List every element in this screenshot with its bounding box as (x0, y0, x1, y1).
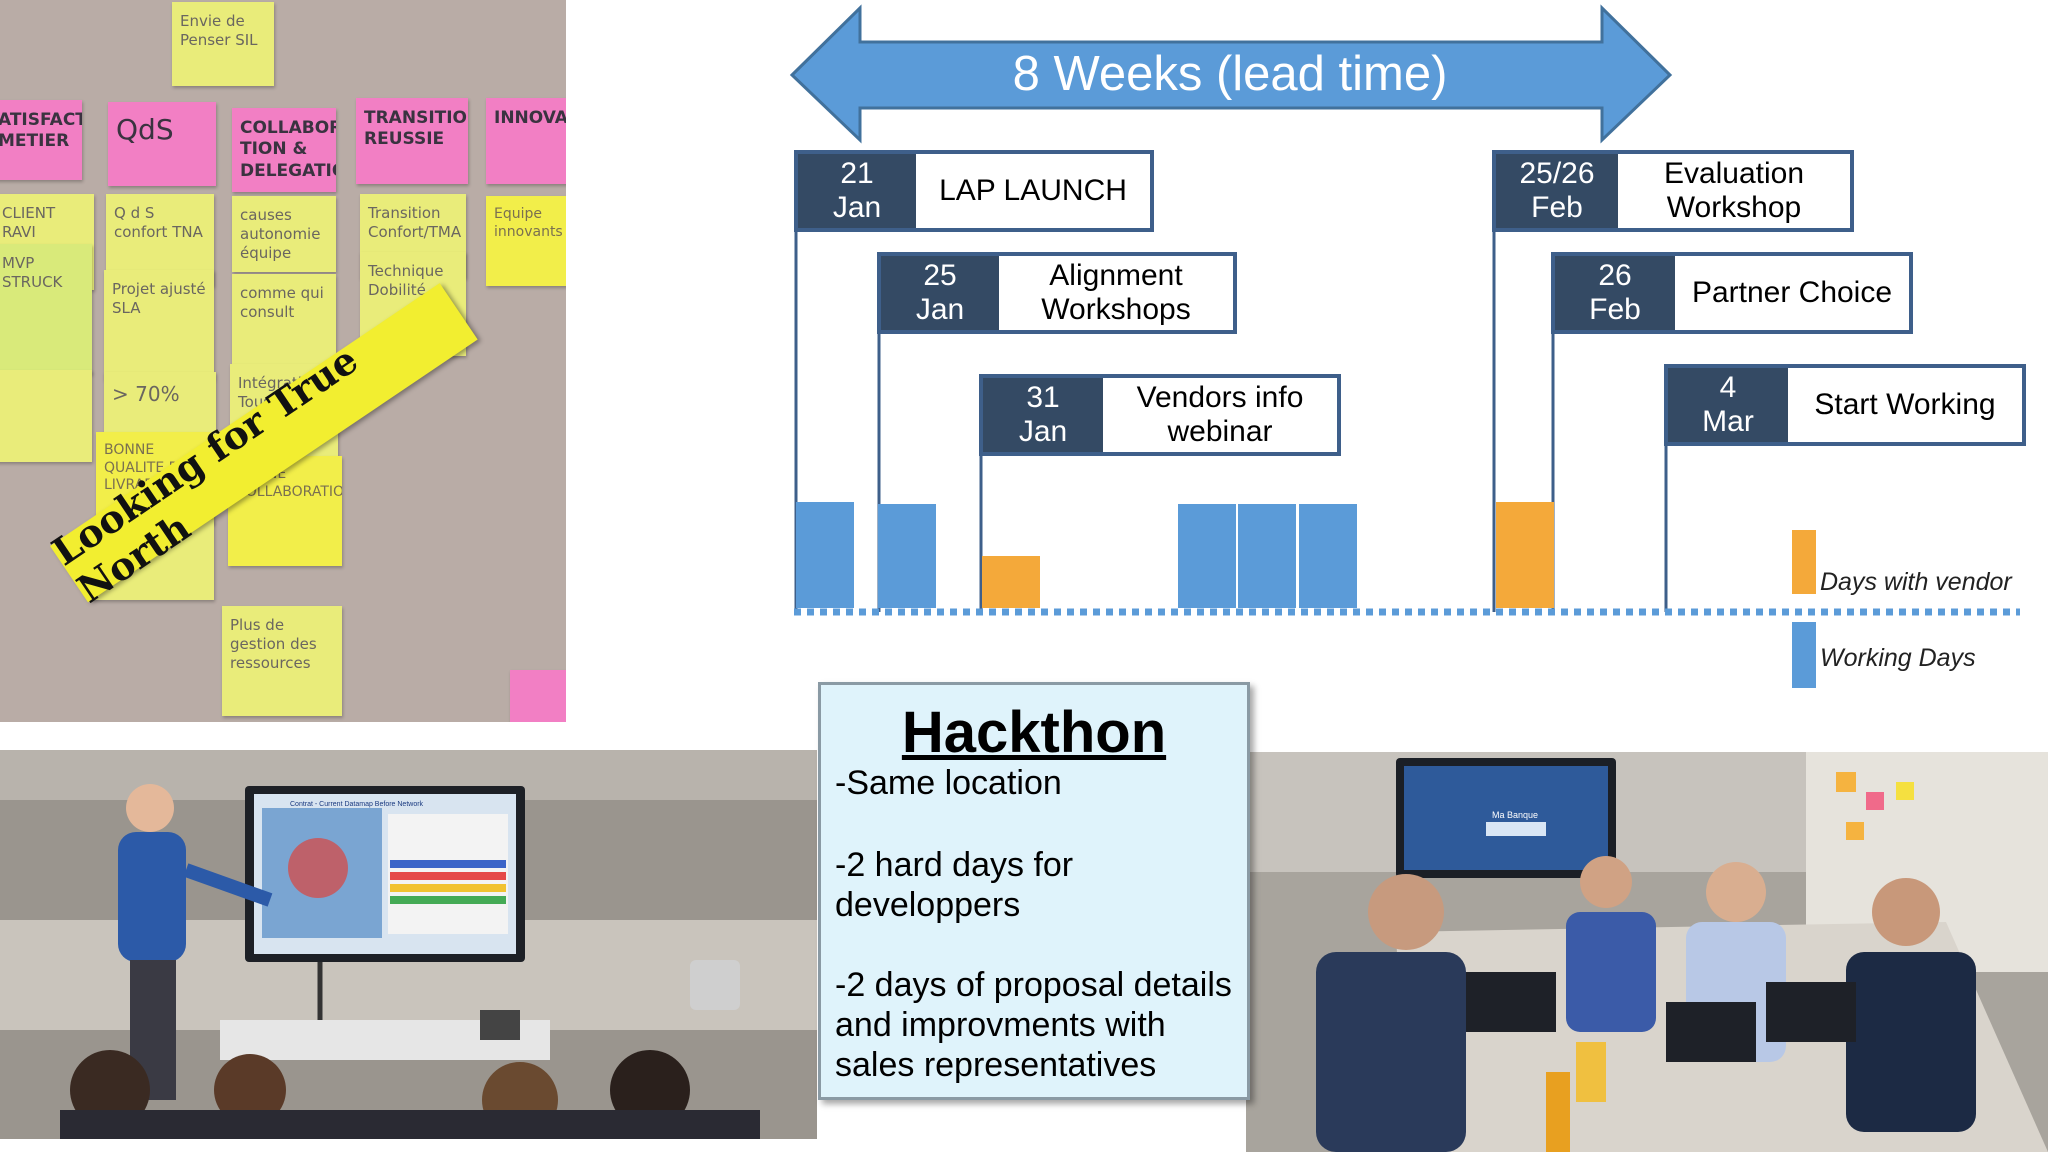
milestone-date: 21 Jan (798, 154, 916, 228)
lead-time-label: 8 Weeks (lead time) (1012, 47, 1448, 101)
legend-working-label: Working Days (1820, 644, 1976, 672)
hackathon-line-location: -Same location (835, 764, 1062, 802)
working-day-block (878, 504, 936, 608)
legend-vendor-label: Days with vendor (1820, 568, 2012, 596)
sticky-note: causes autonomie équipe (232, 196, 336, 272)
sticky-notes-photo: Envie de Penser SIL ATISFACTION METIER Q… (0, 0, 566, 722)
milestone-label: Evaluation Workshop (1663, 157, 1805, 224)
team-photo: Ma Banque (1246, 752, 2048, 1152)
milestone-label: Vendors info webinar (1136, 381, 1304, 448)
hackathon-box: Hackthon -Same location -2 hard days for… (818, 682, 1250, 1100)
milestone-partner-choice: 26 Feb Partner Choice (1551, 252, 1913, 334)
milestone-date: 25/26 Feb (1496, 154, 1618, 228)
sticky-note-top: Envie de Penser SIL (172, 2, 274, 86)
hackathon-line-proposal: -2 days of proposal details and improvme… (835, 966, 1232, 1084)
sticky-note: Plus de gestion des ressources (222, 606, 342, 716)
legend-working-swatch (1792, 622, 1816, 688)
presenter-photo: Contrat - Current Datamap Before Network (0, 750, 817, 1139)
presenter-screen-title: Contrat - Current Datamap Before Network (290, 801, 424, 808)
milestone-evaluation-workshop: 25/26 Feb Evaluation Workshop (1492, 150, 1854, 232)
lead-time-arrow (789, 4, 1673, 144)
sticky-note: comme qui consult (232, 274, 336, 364)
vendor-day-block (1496, 502, 1554, 608)
sticky-header-3: COLLABORA-TION & DELEGATION (232, 108, 336, 192)
timeline: 8 Weeks (lead time) 21 Jan LAP LAUNCH 25… (780, 0, 2048, 700)
sticky-note (0, 370, 92, 462)
working-day-block (1299, 504, 1357, 608)
sticky-note-corner (510, 670, 566, 722)
milestone-alignment-workshops: 25 Jan Alignment Workshops (877, 252, 1237, 334)
milestone-date: 25 Jan (881, 256, 999, 330)
presenter-scene: Contrat - Current Datamap Before Network (0, 750, 817, 1139)
milestone-date: 31 Jan (983, 378, 1103, 452)
sticky-header-5: INNOVATI (486, 98, 566, 184)
timeline-svg (794, 230, 2020, 688)
milestone-label: Alignment Workshops (1041, 259, 1191, 326)
sticky-header-4: TRANSITION REUSSIE (356, 98, 468, 184)
team-scene: Ma Banque (1246, 752, 2048, 1152)
legend-vendor-swatch (1792, 530, 1816, 594)
sticky-note: Equipe innovants (486, 196, 566, 286)
milestone-vendors-webinar: 31 Jan Vendors info webinar (979, 374, 1341, 456)
sticky-header-2: QdS (108, 102, 216, 186)
milestone-label: LAP LAUNCH (939, 174, 1127, 207)
milestone-label: Start Working (1814, 388, 1996, 421)
sticky-header-1: ATISFACTION METIER (0, 100, 82, 180)
milestone-label: Partner Choice (1691, 276, 1893, 309)
milestone-lap-launch: 21 Jan LAP LAUNCH (794, 150, 1154, 232)
sticky-note: MVP STRUCK (0, 244, 92, 374)
working-day-block (1178, 504, 1236, 608)
vendor-day-block (982, 556, 1040, 608)
sticky-note: Projet ajusté SLA (104, 270, 214, 380)
milestone-date: 4 Mar (1668, 368, 1788, 442)
milestone-date: 26 Feb (1555, 256, 1675, 330)
working-day-block (796, 502, 854, 608)
team-screen-title: Ma Banque (1492, 810, 1538, 820)
milestone-start-working: 4 Mar Start Working (1664, 364, 2026, 446)
hackathon-line-developers: -2 hard days for developpers (835, 846, 1074, 924)
hackathon-title: Hackthon (901, 700, 1167, 765)
working-day-block (1238, 504, 1296, 608)
